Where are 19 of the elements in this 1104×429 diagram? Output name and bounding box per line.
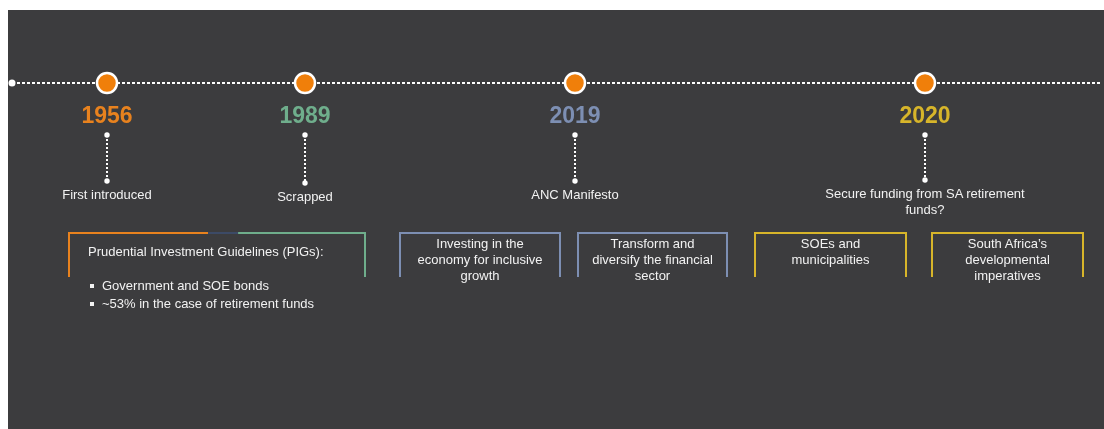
event-label: ANC Manifesto	[505, 187, 645, 203]
bullet-item: ~53% in the case of retirement funds	[88, 296, 356, 312]
box-heading: Prudential Investment Guidelines (PIGs):	[88, 244, 325, 260]
year-label: 1956	[67, 102, 147, 129]
event-label: Scrapped	[255, 189, 355, 205]
connector	[104, 132, 110, 184]
year-label: 2020	[885, 102, 965, 129]
box-text: Investing in the economy for inclusive growth	[416, 236, 544, 284]
connector	[302, 132, 308, 186]
year-label: 2019	[535, 102, 615, 129]
event-label: First introduced	[37, 187, 177, 203]
box-text: SOEs and municipalities	[790, 236, 871, 268]
box-text: Transform and diversify the financial sector	[591, 236, 714, 284]
bullet-item: Government and SOE bonds	[88, 278, 356, 294]
event-label: Secure funding from SA retirement funds?	[825, 186, 1025, 218]
year-label: 1989	[265, 102, 345, 129]
connector	[922, 132, 928, 183]
box-text: South Africa’s developmental imperatives	[964, 236, 1051, 284]
connector	[572, 132, 578, 184]
